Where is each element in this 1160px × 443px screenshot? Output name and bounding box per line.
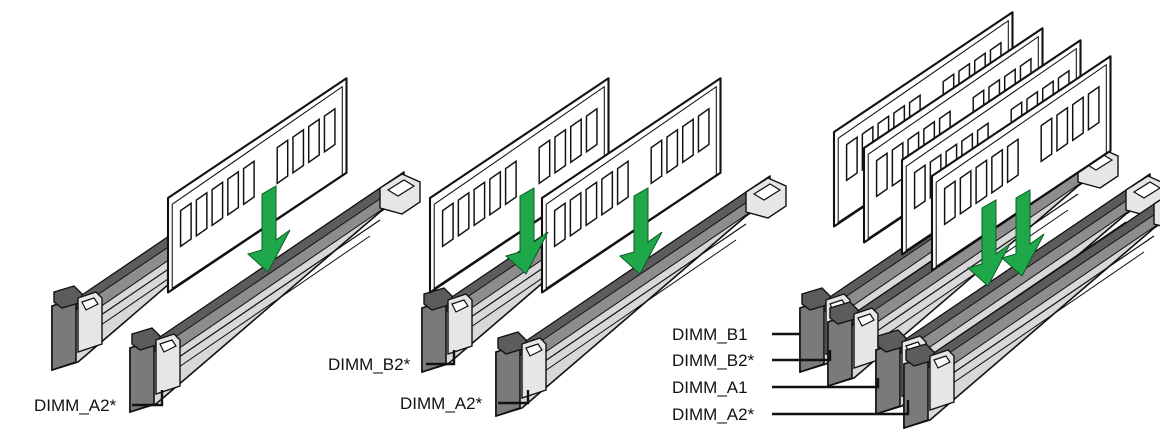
- leader-line-a1: [772, 378, 880, 389]
- leader-line-a2: [498, 390, 530, 405]
- label-dimm-a1: DIMM_A1: [672, 378, 748, 397]
- config-single-module: DIMM_A2*: [34, 77, 421, 415]
- leader-line-b2: [426, 350, 456, 366]
- config-two-modules: DIMM_B2* DIMM_A2*: [328, 77, 787, 417]
- label-dimm-a2: DIMM_A2*: [34, 396, 117, 415]
- label-dimm-b2: DIMM_B2*: [328, 355, 411, 374]
- label-dimm-b1: DIMM_B1: [672, 325, 748, 344]
- leader-line-a2: [132, 390, 164, 407]
- label-dimm-a2: DIMM_A2*: [400, 394, 483, 413]
- label-dimm-a2: DIMM_A2*: [672, 405, 755, 424]
- label-dimm-b2: DIMM_B2*: [672, 351, 755, 370]
- config-four-modules: DIMM_B1 DIMM_B2* DIMM_A1 DIMM_A2*: [672, 11, 1160, 429]
- leader-line-a2: [772, 400, 910, 416]
- leader-line-b2: [772, 350, 832, 362]
